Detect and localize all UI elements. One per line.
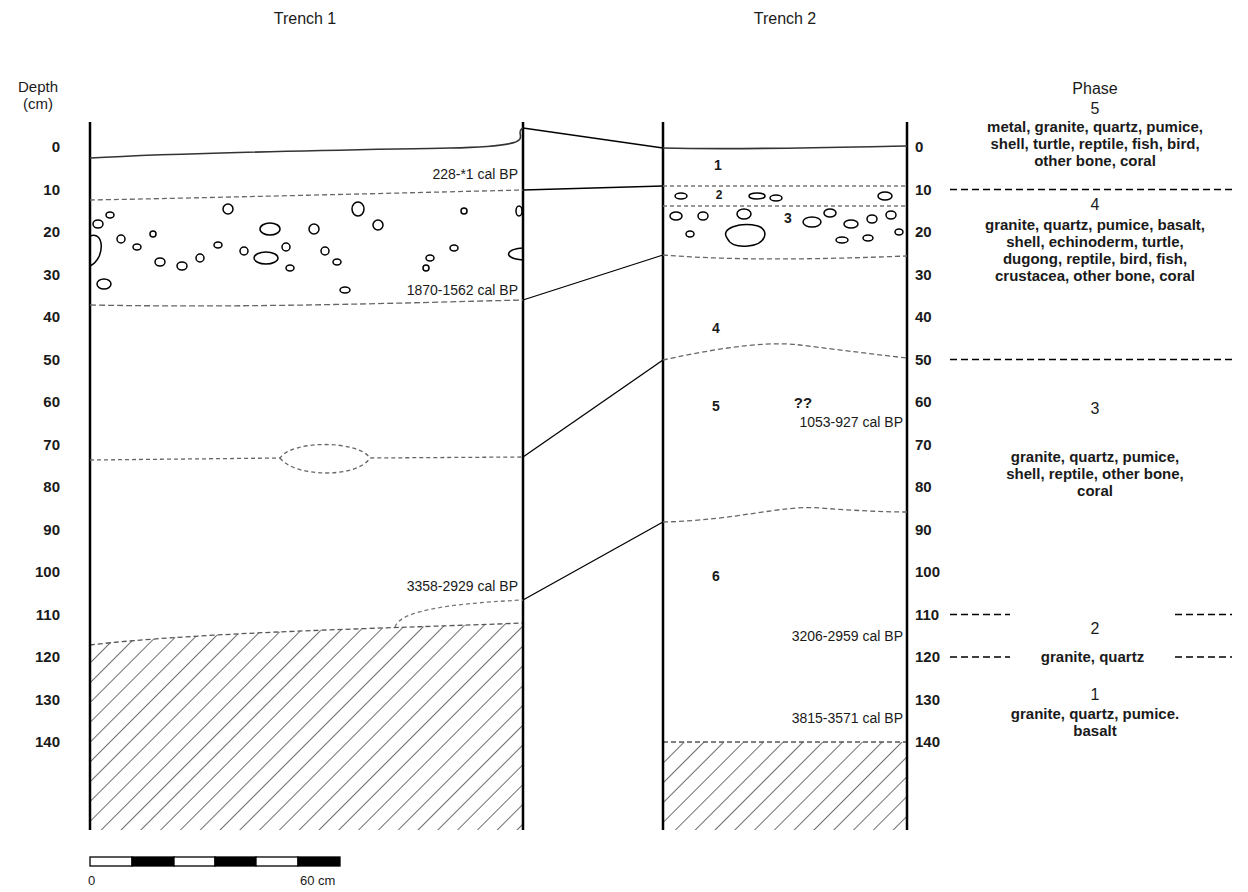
depth-tick: 50 — [6, 351, 60, 368]
depth-tick: 90 — [6, 521, 60, 538]
depth-tick: 0 — [6, 138, 60, 155]
depth-tick: 80 — [6, 478, 60, 495]
depth-tick: 120 — [6, 648, 60, 665]
layer-number: 3 — [778, 210, 798, 226]
depth-tick: 40 — [6, 308, 60, 325]
depth-tick: 130 — [6, 691, 60, 708]
phase-number: 3 — [1070, 400, 1120, 418]
phase-number: 1 — [1070, 686, 1120, 704]
depth-tick: 90 — [915, 521, 965, 538]
phase-contents: granite, quartz, pumice, basalt, shell, … — [982, 216, 1208, 284]
scale-label: 0 — [88, 873, 118, 888]
date-label: 3358-2929 cal BP — [360, 578, 518, 594]
depth-tick: 0 — [915, 138, 965, 155]
query-mark: ?? — [788, 394, 818, 411]
depth-tick: 30 — [915, 266, 965, 283]
trench-title: Trench 1 — [245, 10, 365, 28]
depth-tick: 30 — [6, 266, 60, 283]
depth-tick: 50 — [915, 351, 965, 368]
trench-title: Trench 2 — [725, 10, 845, 28]
layer-number: 5 — [706, 398, 726, 414]
depth-tick: 10 — [915, 181, 965, 198]
depth-tick: 40 — [915, 308, 965, 325]
layer-number: 2 — [709, 188, 729, 202]
depth-tick: 110 — [6, 606, 60, 623]
depth-tick: 80 — [915, 478, 965, 495]
phase-number: 5 — [1070, 100, 1120, 118]
layer-number: 4 — [706, 320, 726, 336]
depth-tick: 130 — [915, 691, 965, 708]
depth-tick: 10 — [6, 181, 60, 198]
depth-tick: 60 — [915, 393, 965, 410]
layer-number: 1 — [708, 157, 728, 173]
date-label: 3206-2959 cal BP — [745, 628, 903, 644]
date-label: 228-*1 cal BP — [380, 166, 518, 182]
column-title: Phase — [1045, 80, 1145, 98]
depth-tick: 110 — [915, 606, 965, 623]
phase-number: 4 — [1070, 196, 1120, 214]
depth-tick: 100 — [6, 563, 60, 580]
depth-tick: 20 — [6, 223, 60, 240]
axis-title: Depth (cm) — [8, 78, 68, 112]
date-label: 3815-3571 cal BP — [745, 710, 903, 726]
phase-contents: metal, granite, quartz, pumice, shell, t… — [972, 118, 1218, 169]
phase-contents: granite, quartz, pumice, shell, reptile,… — [990, 448, 1200, 499]
phase-contents: granite, quartz, pumice. basalt — [990, 705, 1200, 739]
depth-tick: 70 — [915, 436, 965, 453]
depth-tick: 100 — [915, 563, 965, 580]
depth-tick: 20 — [915, 223, 965, 240]
phase-contents: granite, quartz — [1010, 648, 1175, 665]
date-label: 1053-927 cal BP — [745, 414, 903, 430]
depth-tick: 70 — [6, 436, 60, 453]
depth-tick: 140 — [915, 733, 965, 750]
depth-tick: 60 — [6, 393, 60, 410]
phase-number: 2 — [1070, 620, 1120, 638]
depth-tick: 140 — [6, 733, 60, 750]
scale-label: 60 cm — [300, 873, 370, 888]
depth-tick: 120 — [915, 648, 965, 665]
date-label: 1870-1562 cal BP — [360, 282, 518, 298]
layer-number: 6 — [706, 568, 726, 584]
